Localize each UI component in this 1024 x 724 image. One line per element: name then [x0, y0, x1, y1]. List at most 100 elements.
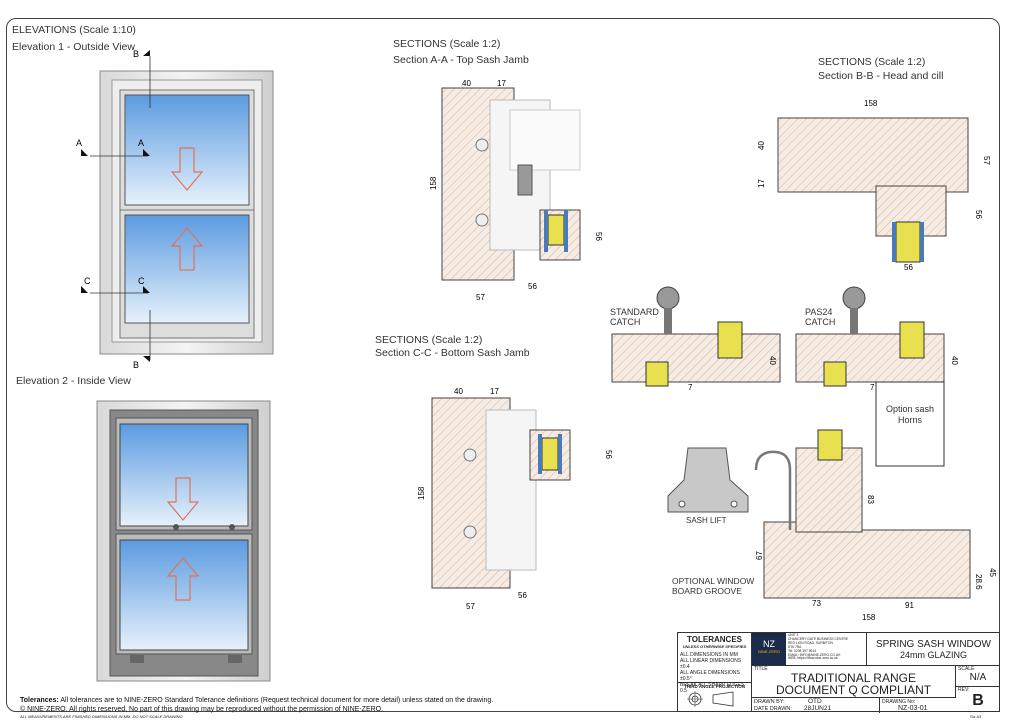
footer-tolerances-text: All tolerances are to NINE-ZERO Standard…	[58, 697, 494, 704]
marker-a-right: A	[138, 138, 144, 148]
sash-lift-drawing	[667, 447, 749, 513]
pas24-catch-label: PAS24 CATCH	[805, 307, 836, 327]
cill-dim-73: 73	[812, 599, 821, 608]
address-line-5: EMAIL: INFO@NINE-ZERO.CO.UK	[788, 652, 841, 657]
title-box: TITLE TRADITIONAL RANGE DOCUMENT Q COMPL…	[752, 665, 956, 697]
date-drawn-label: DATE DRAWN:	[754, 706, 792, 712]
footer: Tolerances: All tolerances are to NINE-Z…	[20, 697, 493, 719]
cill-dim-28-6: 28.6	[974, 574, 983, 590]
drawing-sheet-border	[6, 18, 1000, 712]
product-box: SPRING SASH WINDOW 24mm GLAZING	[866, 633, 1000, 665]
section-cc-title: SECTIONS (Scale 1:2)	[375, 334, 483, 346]
address-line-6: WEB: https://www.nine-zero.co.uk	[788, 656, 838, 661]
marker-a-left: A	[76, 138, 82, 148]
logo-bottom: NINE-ZERO	[758, 649, 780, 654]
footer-copyright: © NINE-ZERO. All rights reserved. No par…	[20, 706, 384, 713]
cc-dim-158: 158	[417, 486, 426, 500]
marker-c-left: C	[84, 276, 91, 286]
cill-dim-67: 67	[755, 551, 764, 560]
drawn-box: DRAWN BY: OTD DATE DRAWN: 28JUN21	[752, 697, 880, 713]
section-bb-title: SECTIONS (Scale 1:2)	[818, 56, 926, 68]
cc-dim-56-vertical: 56	[604, 450, 613, 459]
nine-zero-logo: NZ NINE-ZERO	[752, 633, 786, 665]
section-bb-subtitle: Section B-B - Head and cill	[818, 70, 944, 82]
address-line-0: UNIT 4	[788, 633, 799, 637]
aa-dim-57: 57	[476, 293, 485, 302]
cill-dim-45: 45	[988, 568, 997, 577]
projection-label: THIRD ANGLE PROJECTION	[683, 684, 746, 689]
tolerances-box: TOLERANCES UNLESS OTHERWISE SPECIFIED AL…	[678, 633, 752, 694]
tol-line-3: BREAK ALL SHARP EDGES 0.5	[680, 682, 745, 694]
cill-dim-83: 83	[866, 495, 875, 504]
marker-c-right: C	[138, 276, 145, 286]
product-line-2: 24mm GLAZING	[899, 650, 967, 660]
section-aa-drawing	[441, 87, 581, 281]
address-line-3: KT6 7RA	[788, 644, 802, 649]
elevations-title: ELEVATIONS (Scale 1:10)	[12, 24, 136, 36]
elevation-inside	[96, 400, 271, 682]
title-line-2: DOCUMENT Q COMPLIANT	[775, 683, 932, 697]
aa-dim-17: 17	[497, 79, 506, 88]
title-label: TITLE	[754, 666, 768, 672]
sash-lift-label: SASH LIFT	[686, 516, 727, 525]
bb-dim-40: 40	[757, 141, 766, 150]
scale-box: SCALE N/A	[956, 665, 1000, 687]
window-board-groove-label: OPTIONAL WINDOW BOARD GROOVE	[672, 576, 755, 596]
drawn-by-label: DRAWN BY:	[754, 699, 785, 705]
standard-catch-label: STANDARD CATCH	[610, 307, 659, 327]
section-cc-subtitle: Section C-C - Bottom Sash Jamb	[375, 347, 530, 359]
footer-note: ALL MEASUREMENTS ARE FINISHED DIMENSIONS…	[20, 714, 183, 719]
drawn-by-value: OTD	[808, 698, 822, 705]
tolerances-heading: TOLERANCES	[687, 635, 742, 644]
revision-box: REV: B	[956, 687, 1000, 712]
footer-tolerances-bold: Tolerances:	[20, 697, 59, 704]
tol-line-0: ALL DIMENSIONS IN MM	[680, 652, 738, 658]
elevation-outside-label: Elevation 1 - Outside View	[12, 41, 135, 53]
pas24-catch-dim-7: 7	[870, 383, 875, 392]
tol-line-1: ALL LINEAR DIMENSIONS ±0.4	[680, 658, 742, 670]
projection-box: THIRD ANGLE PROJECTION	[678, 683, 752, 712]
marker-b-bottom: B	[133, 360, 139, 370]
scale-label: SCALE	[958, 666, 975, 672]
pas24-catch-drawing	[795, 286, 945, 467]
cc-dim-57: 57	[466, 602, 475, 611]
aa-dim-40: 40	[462, 79, 471, 88]
address-box: UNIT 4 CHANCERY GATE BUSINESS CENTRE RED…	[786, 633, 866, 665]
marker-b-top: B	[133, 49, 139, 59]
aa-dim-158: 158	[429, 176, 438, 190]
logo-top: NZ	[763, 639, 775, 649]
title-block: TOLERANCES UNLESS OTHERWISE SPECIFIED AL…	[677, 632, 1000, 713]
rev-label: REV:	[958, 687, 970, 693]
scale-value: N/A	[969, 672, 987, 683]
address-line-1: CHANCERY GATE BUSINESS CENTRE	[788, 636, 849, 641]
drawing-number-box: DRAWING No: NZ-03-01	[880, 697, 956, 713]
cc-dim-17: 17	[490, 387, 499, 396]
address-line-2: RED LION ROAD, SURBITON	[788, 640, 833, 645]
bb-dim-57: 57	[982, 156, 991, 165]
drawing-no-value: NZ-03-01	[898, 705, 928, 712]
cill-dim-158: 158	[862, 613, 876, 622]
third-angle-projection-icon	[687, 691, 734, 707]
aa-dim-56-vertical: 56	[594, 232, 603, 241]
standard-catch-dim-40: 40	[768, 356, 777, 365]
bb-dim-158: 158	[864, 99, 878, 108]
cc-dim-40: 40	[454, 387, 463, 396]
section-bb-drawing	[777, 117, 969, 263]
address-line-4: Tel: 0208 397 9614	[788, 648, 817, 653]
pas24-catch-dim-40: 40	[950, 356, 959, 365]
drawing-no-label: DRAWING No:	[882, 699, 916, 705]
cill-drawing	[754, 429, 971, 599]
bb-dim-17: 17	[757, 179, 766, 188]
tolerances-unless: UNLESS OTHERWISE SPECIFIED	[682, 644, 747, 649]
bb-dim-56-vertical: 56	[974, 210, 983, 219]
cill-dim-91: 91	[905, 601, 914, 610]
product-line-1: SPRING SASH WINDOW	[875, 639, 991, 650]
tol-line-2: ALL ANGLE DIMENSIONS ±0.5°	[680, 670, 740, 682]
date-drawn-value: 28JUN21	[804, 705, 832, 712]
elevation-outside	[81, 50, 274, 362]
sheet-size: Siz A3	[970, 714, 982, 719]
cc-dim-56-horizontal: 56	[518, 591, 527, 600]
title-line-1: TRADITIONAL RANGE	[791, 671, 916, 685]
standard-catch-drawing	[611, 286, 781, 387]
